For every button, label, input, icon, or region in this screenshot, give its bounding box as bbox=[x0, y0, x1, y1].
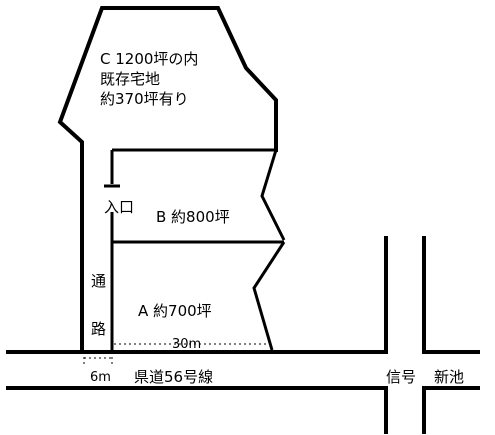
parcel-b-label: B 約800坪 bbox=[156, 208, 230, 226]
parcel-a-right-boundary bbox=[252, 241, 286, 351]
entrance-label: 入口 bbox=[104, 198, 134, 216]
road-width-label: 6m bbox=[90, 370, 111, 385]
place-label: 新池 bbox=[434, 368, 464, 386]
main-road-label: 県道56号線 bbox=[134, 368, 213, 386]
parcel-a-label: A 約700坪 bbox=[138, 302, 212, 320]
parcel-c-label-line2: 既存宅地 bbox=[100, 70, 160, 88]
access-road-label-1: 通 bbox=[91, 272, 106, 290]
parcel-c-label-line3: 約370坪有り bbox=[100, 90, 189, 108]
signal-label: 信号 bbox=[386, 368, 416, 386]
access-road-label-2: 路 bbox=[91, 320, 106, 338]
parcel-b-c-boundary bbox=[112, 148, 286, 241]
parcel-c-label-line1: C 1200坪の内 bbox=[100, 50, 198, 68]
road-width-dimension bbox=[83, 352, 113, 364]
frontage-label: 30m bbox=[172, 337, 201, 352]
parcel-c-outline bbox=[57, 6, 278, 352]
